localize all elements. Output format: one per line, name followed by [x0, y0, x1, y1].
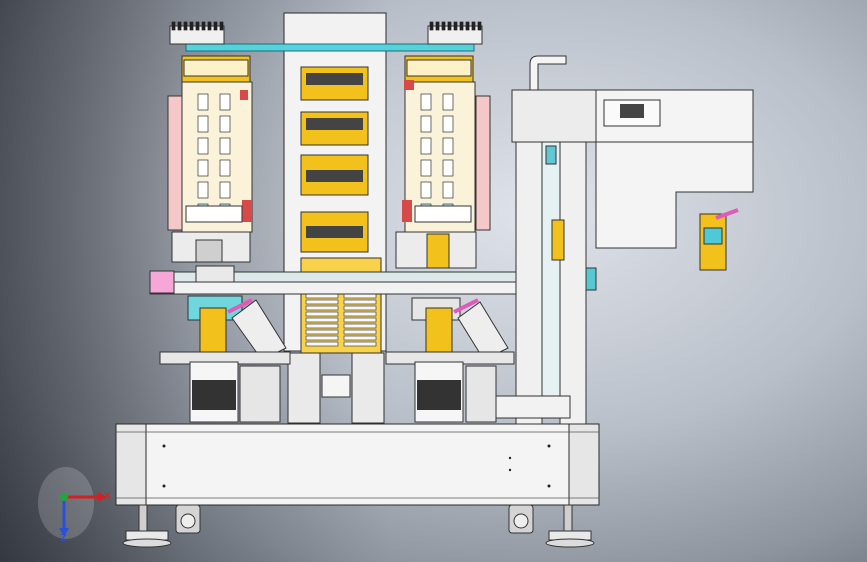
base-frame — [115, 423, 600, 506]
top-crossbar — [169, 21, 483, 52]
press-station-left — [159, 295, 291, 423]
leveling-foot-left — [122, 504, 172, 548]
leveling-foot-right — [545, 504, 595, 548]
z-axis-label: Z — [60, 533, 67, 544]
press-station-right — [385, 297, 515, 423]
feeder-module-right — [395, 55, 491, 269]
coordinate-triad — [38, 467, 106, 539]
gantry-arm — [511, 55, 754, 249]
gantry-column — [495, 139, 587, 425]
x-axis-label: X — [104, 491, 111, 502]
central-column — [283, 12, 387, 424]
caster-wheel-left — [175, 504, 201, 534]
caster-wheel-right — [508, 504, 534, 534]
conveyor-rail — [149, 265, 597, 295]
feeder-module-left — [167, 55, 253, 263]
gear-teeth — [171, 21, 482, 31]
gripper-assembly — [699, 208, 739, 271]
